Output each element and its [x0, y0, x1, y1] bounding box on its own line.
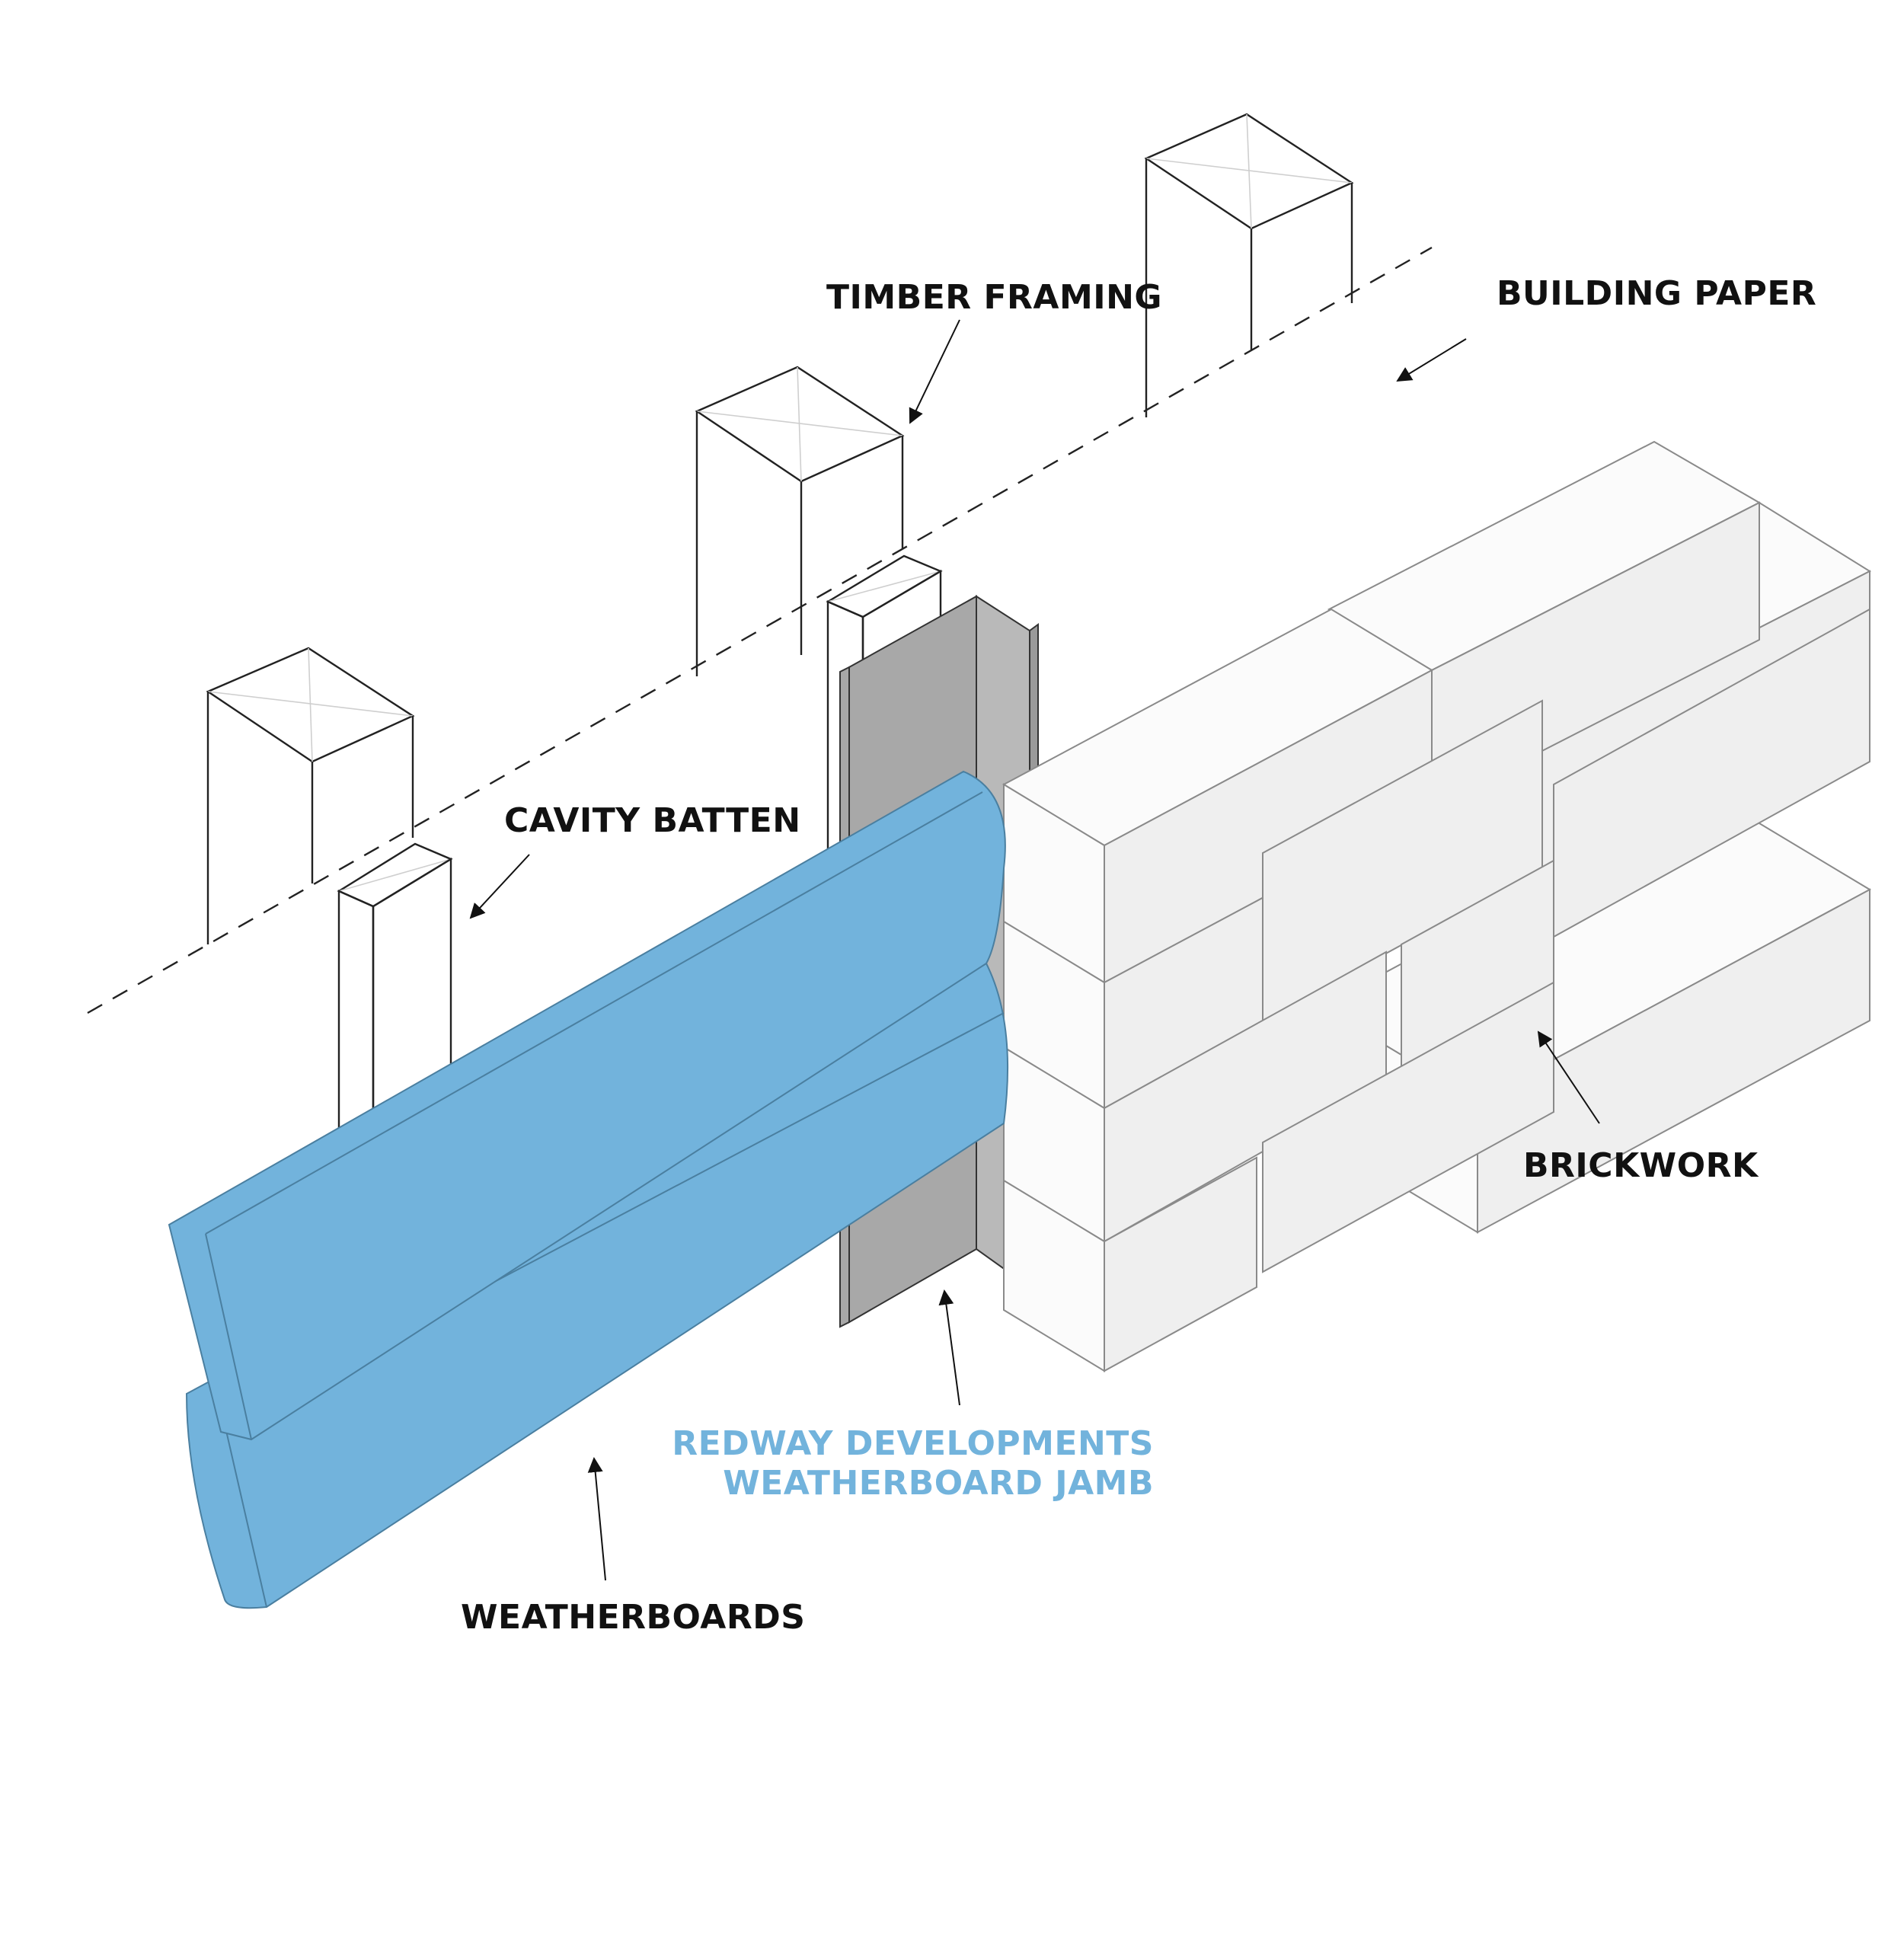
jamb-leader	[938, 1289, 960, 1406]
timber-post-right	[1144, 113, 1354, 417]
jamb-label: REDWAY DEVELOPMENTS WEATHERBOARD JAMB	[672, 1424, 1154, 1503]
brickwork-leader	[1537, 1030, 1600, 1124]
building-paper-label: BUILDING PAPER	[1497, 274, 1817, 313]
timber-post-left	[206, 647, 415, 944]
leader-lines	[469, 319, 1600, 1581]
brickwork	[1002, 440, 1872, 1372]
building-paper-line	[87, 246, 1433, 1014]
cavity-batten-label: CAVITY BATTEN	[504, 801, 801, 840]
building-paper-leader	[1396, 338, 1467, 382]
jamb-label-line2: WEATHERBOARD JAMB	[723, 1464, 1154, 1503]
timber-framing-label: TIMBER FRAMING	[826, 278, 1163, 317]
weatherboards-leader	[587, 1457, 606, 1581]
jamb-label-line1: REDWAY DEVELOPMENTS	[672, 1424, 1154, 1463]
weatherboards	[168, 770, 1009, 1609]
brickwork-label: BRICKWORK	[1523, 1146, 1759, 1185]
timber-post-middle	[695, 366, 905, 676]
cavity-batten-leader	[469, 854, 530, 919]
timber-framing-leader	[909, 319, 960, 424]
weatherboards-label: WEATHERBOARDS	[461, 1598, 806, 1637]
